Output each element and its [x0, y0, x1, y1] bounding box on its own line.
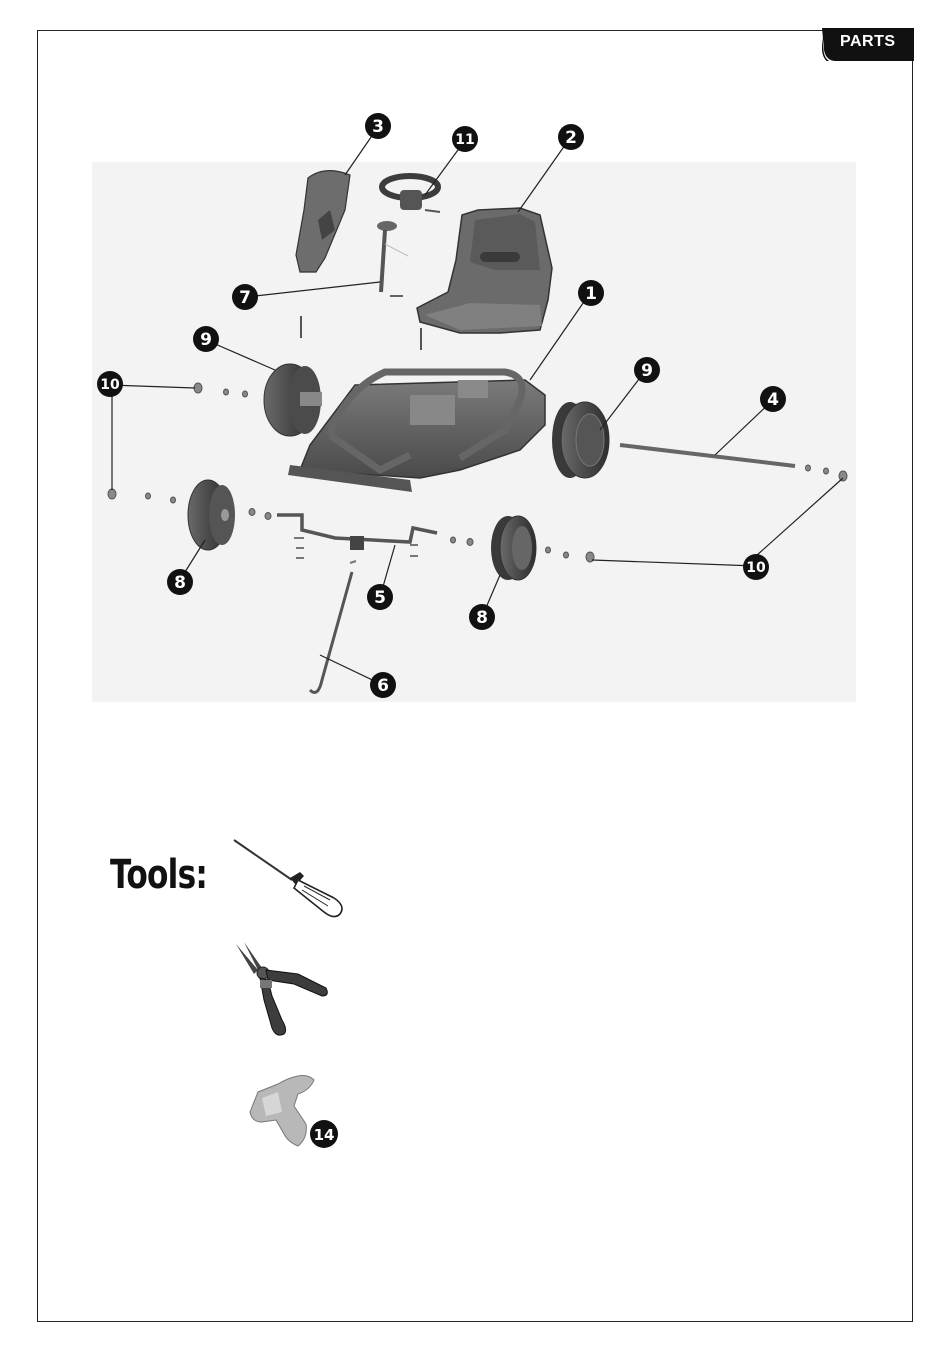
front-wheel-left-part [188, 480, 235, 550]
front-wheel-right-part [491, 516, 536, 580]
svg-text:11: 11 [455, 132, 474, 148]
steering-wheel-part [382, 176, 440, 212]
callout-10-left: 10 [97, 371, 123, 397]
svg-text:7: 7 [239, 288, 251, 308]
svg-text:9: 9 [641, 361, 653, 381]
front-axle-part [277, 515, 437, 558]
callout-3: 3 [365, 113, 391, 139]
svg-text:3: 3 [372, 117, 384, 137]
svg-text:6: 6 [377, 676, 389, 696]
svg-text:1: 1 [585, 284, 597, 304]
callout-10-right: 10 [743, 554, 769, 580]
callout-9-left: 9 [193, 326, 219, 352]
frame-part [288, 372, 545, 492]
callout-4: 4 [760, 386, 786, 412]
screwdriver-icon [230, 836, 350, 918]
svg-text:4: 4 [767, 390, 779, 410]
callout-2: 2 [558, 124, 584, 150]
callout-5: 5 [367, 584, 393, 610]
callout-7: 7 [232, 284, 258, 310]
svg-text:14: 14 [314, 1126, 335, 1144]
callout-9-right: 9 [634, 357, 660, 383]
svg-text:5: 5 [374, 588, 386, 608]
callout-6: 6 [370, 672, 396, 698]
tools-title: Tools: [110, 852, 207, 898]
seat-part [417, 208, 552, 333]
svg-text:10: 10 [100, 377, 120, 393]
svg-text:10: 10 [746, 560, 766, 576]
svg-text:8: 8 [174, 573, 186, 593]
svg-text:9: 9 [200, 330, 212, 350]
rear-wheel-right-part [552, 402, 609, 478]
rear-axle-part [620, 445, 795, 466]
front-cover-part [296, 171, 350, 272]
callout-14: 14 [309, 1119, 339, 1149]
callout-1: 1 [578, 280, 604, 306]
svg-text:8: 8 [476, 608, 488, 628]
tow-rod-part [310, 561, 356, 692]
callout-8-left: 8 [167, 569, 193, 595]
callout-8-right: 8 [469, 604, 495, 630]
steering-column-part [377, 221, 408, 296]
pliers-icon [228, 940, 332, 1040]
rear-wheel-left-part [264, 364, 322, 436]
svg-text:2: 2 [565, 128, 577, 148]
callout-11: 11 [452, 126, 478, 152]
